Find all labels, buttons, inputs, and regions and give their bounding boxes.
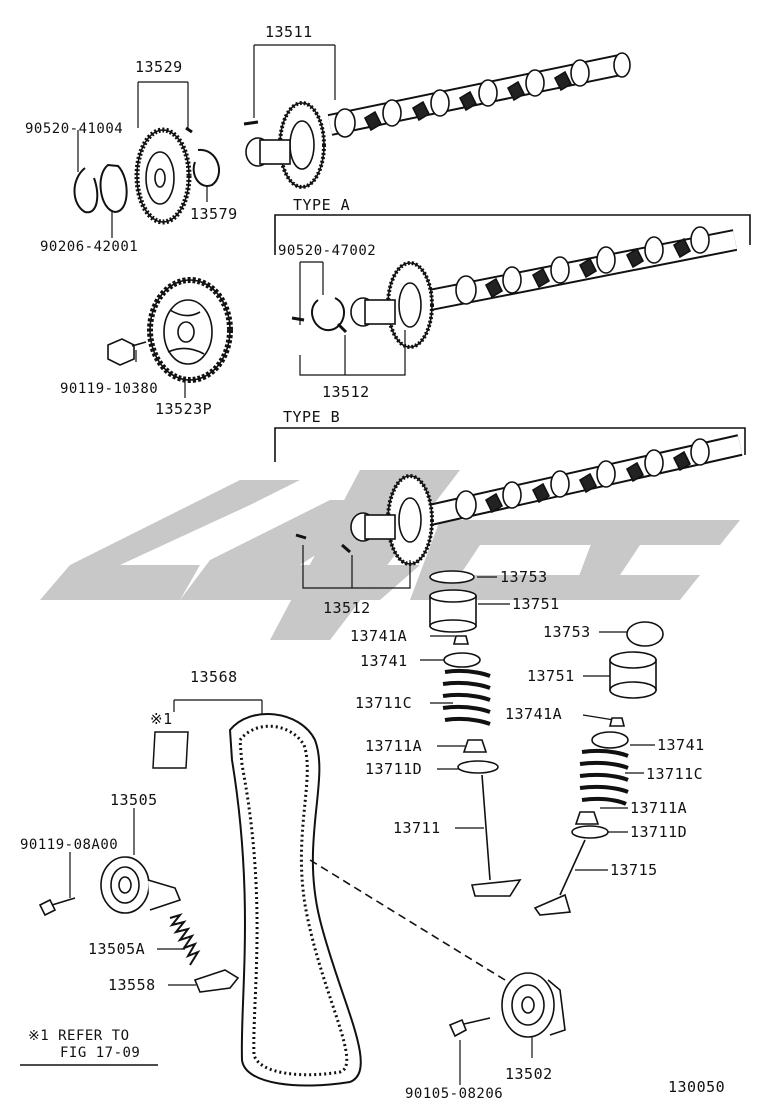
label-13558: 13558 bbox=[108, 976, 156, 994]
label-90520-41004: 90520-41004 bbox=[25, 121, 124, 137]
type-b-bracket bbox=[274, 427, 746, 462]
camshaft-13511 bbox=[243, 52, 631, 189]
bolt-90119-10380 bbox=[107, 338, 147, 366]
idler-pulley-13502 bbox=[448, 972, 566, 1038]
plate-washer-90206-42001 bbox=[99, 163, 128, 214]
label-13512-a: 13512 bbox=[322, 383, 370, 401]
label-type-a: TYPE A bbox=[293, 196, 351, 214]
label-13512-b: 13512 bbox=[323, 599, 371, 617]
snap-ring-90520-41004 bbox=[73, 167, 99, 214]
label-13502: 13502 bbox=[505, 1065, 553, 1083]
leader-lines bbox=[69, 44, 655, 1085]
gasket-sheet bbox=[152, 731, 189, 769]
label-13711c-b: 13711C bbox=[646, 765, 704, 783]
watermark-logo bbox=[40, 470, 740, 640]
label-13711d-a: 13711D bbox=[365, 760, 423, 778]
label-13741a-b: 13741A bbox=[505, 705, 563, 723]
tensioner-13505 bbox=[38, 856, 182, 917]
label-90119-10380: 90119-10380 bbox=[60, 381, 159, 397]
label-90119-08a00: 90119-08A00 bbox=[20, 837, 119, 853]
diagram-number: 130050 bbox=[668, 1078, 726, 1096]
snap-ring-90520-47002 bbox=[311, 297, 345, 332]
spring-13505a bbox=[169, 913, 201, 966]
label-13711: 13711 bbox=[393, 819, 441, 837]
label-13523p: 13523P bbox=[155, 400, 213, 418]
camshaft-type-b bbox=[350, 434, 743, 566]
label-type-b: TYPE B bbox=[283, 408, 341, 426]
label-13715: 13715 bbox=[610, 861, 658, 879]
label-90520-47002: 90520-47002 bbox=[278, 243, 377, 259]
type-a-bracket bbox=[274, 214, 751, 255]
label-13741-b: 13741 bbox=[657, 736, 705, 754]
label-13751-b: 13751 bbox=[527, 667, 575, 685]
label-90105-08206: 90105-08206 bbox=[405, 1086, 504, 1102]
gear-13523p bbox=[147, 277, 233, 383]
label-13753-a: 13753 bbox=[500, 568, 548, 586]
dashed-leader bbox=[309, 859, 506, 981]
snap-ring-13579 bbox=[192, 148, 221, 187]
label-13711a-b: 13711A bbox=[630, 799, 688, 817]
label-13753-b: 13753 bbox=[543, 623, 591, 641]
note-marker: ※1 bbox=[150, 710, 173, 728]
label-90206-42001: 90206-42001 bbox=[40, 239, 139, 255]
stud-13558 bbox=[193, 969, 240, 993]
camshaft-type-a bbox=[350, 226, 738, 349]
label-13505: 13505 bbox=[110, 791, 158, 809]
label-13511: 13511 bbox=[265, 23, 313, 41]
valve-assembly-right bbox=[533, 621, 664, 916]
label-13568: 13568 bbox=[190, 668, 238, 686]
label-13529: 13529 bbox=[135, 58, 183, 76]
note-line-1: ※1 REFER TO bbox=[28, 1028, 130, 1044]
label-13741-a: 13741 bbox=[360, 652, 408, 670]
label-13741a-a: 13741A bbox=[350, 627, 408, 645]
note-line-2: FIG 17-09 bbox=[60, 1045, 141, 1061]
timing-belt-13568 bbox=[228, 713, 362, 1087]
label-13711d-b: 13711D bbox=[630, 823, 688, 841]
label-13579: 13579 bbox=[190, 205, 238, 223]
label-13711a-a: 13711A bbox=[365, 737, 423, 755]
valve-assembly-left bbox=[429, 570, 522, 897]
label-13505a: 13505A bbox=[88, 940, 146, 958]
label-13751-a: 13751 bbox=[512, 595, 560, 613]
gear-13529 bbox=[134, 126, 193, 225]
label-13711c-a: 13711C bbox=[355, 694, 413, 712]
